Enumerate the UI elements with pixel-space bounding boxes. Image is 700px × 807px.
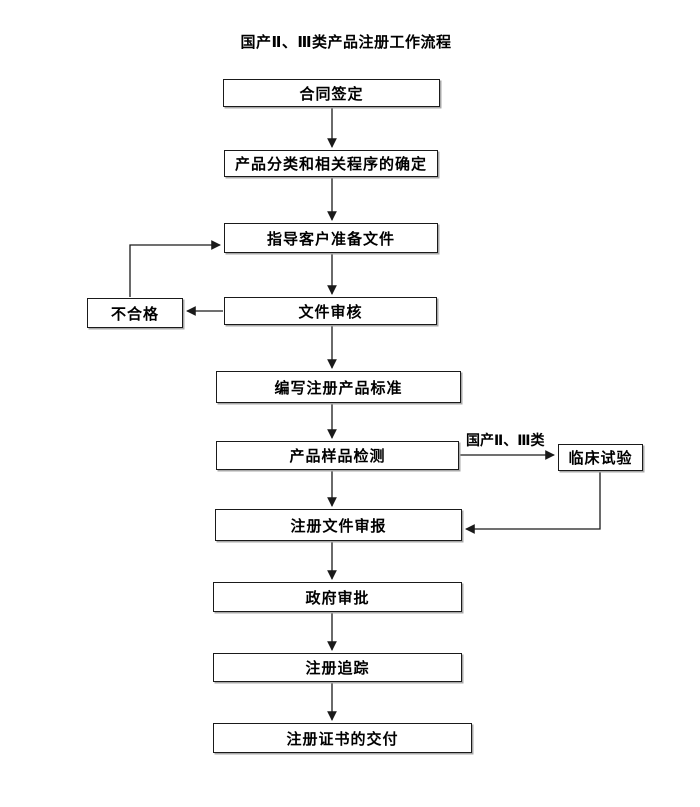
node-unqualified: 不合格: [87, 298, 183, 328]
node-guide-client-docs: 指导客户准备文件: [224, 223, 438, 253]
node-certificate-delivery: 注册证书的交付: [213, 723, 472, 753]
node-registration-submission: 注册文件审报: [215, 509, 462, 541]
node-document-review: 文件审核: [224, 297, 437, 325]
edge-unqualified-to-guide: [129, 240, 221, 297]
flowchart-title: 国产Ⅱ、Ⅲ类产品注册工作流程: [240, 34, 452, 51]
node-government-approval: 政府审批: [213, 582, 462, 612]
node-product-sample-testing: 产品样品检测: [216, 441, 459, 470]
node-registration-tracking: 注册追踪: [213, 653, 462, 682]
edge-label-domestic-class: 国产Ⅱ、Ⅲ类: [466, 430, 545, 450]
node-contract-signing: 合同签定: [223, 79, 440, 107]
node-clinical-trial: 临床试验: [558, 444, 643, 471]
node-product-classification: 产品分类和相关程序的确定: [224, 150, 438, 177]
edge-clinical-to-submission: [465, 472, 601, 534]
node-write-product-standard: 编写注册产品标准: [216, 371, 461, 403]
